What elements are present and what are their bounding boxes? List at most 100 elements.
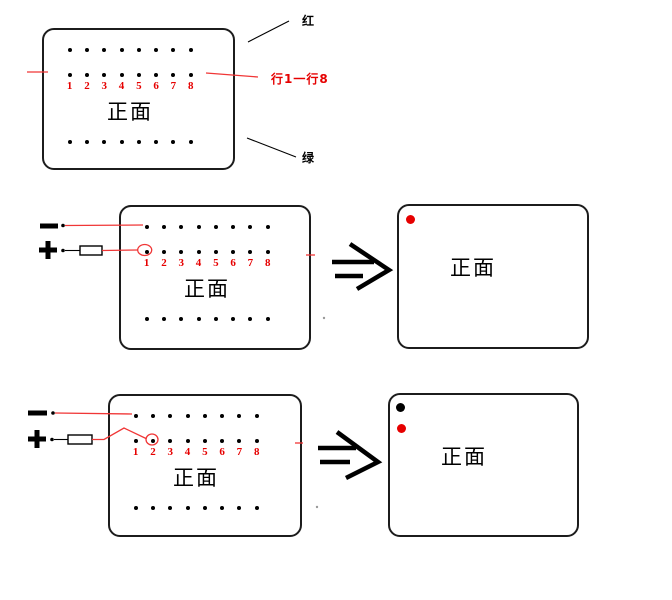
- led-hole-cell: [127, 412, 144, 420]
- bottom-result-panel: 正面: [388, 393, 579, 537]
- led-hole-cell: [155, 223, 172, 231]
- led-hole-cell: [147, 46, 164, 54]
- lit-red-led: [396, 423, 406, 433]
- led-dot: [220, 439, 225, 443]
- front-label: 正面: [107, 100, 153, 124]
- led-dot: [150, 506, 155, 510]
- column-number: 5: [213, 257, 219, 269]
- column-number: 7: [170, 80, 177, 92]
- led-hole-cell: [213, 504, 230, 512]
- led-hole-cell: [242, 248, 259, 256]
- led-dot: [168, 439, 173, 443]
- led-dot: [188, 140, 193, 144]
- led-dot: [188, 73, 193, 77]
- green-annotation: 绿: [302, 151, 315, 165]
- column-number: 7: [247, 257, 254, 269]
- led-dot: [248, 225, 253, 229]
- junction-dot: [51, 411, 55, 415]
- column-number: 3: [178, 257, 184, 269]
- column-number: 4: [184, 446, 191, 458]
- led-hole-cell: [165, 46, 182, 54]
- led-dot: [265, 225, 270, 229]
- row-range-annotation: 行1一行8: [271, 72, 329, 86]
- led-hole-cell: [231, 504, 248, 512]
- led-dot: [168, 506, 173, 510]
- arrow-icon: [318, 430, 383, 481]
- led-dot: [185, 414, 190, 418]
- dot-row-red: [127, 412, 265, 420]
- led-hole-cell: [138, 248, 155, 256]
- led-hole-cell: [78, 46, 95, 54]
- column-number: 6: [219, 446, 225, 458]
- column-number: 8: [264, 257, 271, 269]
- led-hole-cell: [61, 138, 78, 146]
- led-dot: [102, 140, 107, 144]
- led-hole-cell: [138, 315, 155, 323]
- led-hole-cell: [248, 437, 265, 445]
- led-hole-cell: [130, 138, 147, 146]
- junction-dot: [50, 437, 54, 442]
- led-dot: [231, 225, 236, 229]
- led-hole-cell: [96, 138, 113, 146]
- led-hole-cell: [224, 315, 241, 323]
- led-dot: [248, 317, 253, 321]
- junction-dot: [61, 223, 65, 228]
- front-label: 正面: [184, 277, 230, 301]
- dot-row-green: [138, 315, 276, 323]
- led-hole-cell: [155, 315, 172, 323]
- green-leader-line: [246, 137, 297, 158]
- column-number: 3: [101, 80, 107, 92]
- led-dot: [102, 48, 107, 52]
- column-number: 8: [253, 446, 260, 458]
- led-dot: [265, 317, 270, 321]
- led-dot: [150, 414, 155, 418]
- led-hole-cell: [147, 138, 164, 146]
- led-dot: [144, 317, 149, 321]
- led-hole-cell: [147, 71, 164, 79]
- led-hole-cell: [96, 71, 113, 79]
- led-dot: [213, 250, 218, 254]
- led-dot: [84, 140, 89, 144]
- column-number: 1: [66, 80, 73, 92]
- led-hole-cell: [196, 504, 213, 512]
- led-dot: [136, 140, 141, 144]
- dot-row-green: [127, 504, 265, 512]
- led-hole-cell: [144, 504, 161, 512]
- led-dot: [171, 48, 176, 52]
- led-hole-cell: [113, 71, 130, 79]
- arrow-icon: [332, 242, 394, 291]
- led-hole-cell: [213, 412, 230, 420]
- column-number: 8: [187, 80, 194, 92]
- led-dot: [220, 506, 225, 510]
- led-dot: [136, 73, 141, 77]
- led-dot: [154, 73, 159, 77]
- led-dot: [133, 439, 138, 443]
- led-hole-cell: [179, 412, 196, 420]
- column-number: 2: [150, 446, 156, 458]
- led-hole-cell: [196, 437, 213, 445]
- middle-result-panel: 正面: [397, 204, 589, 349]
- led-hole-cell: [130, 46, 147, 54]
- led-hole-cell: [190, 248, 207, 256]
- led-hole-cell: [127, 504, 144, 512]
- led-dot: [119, 140, 124, 144]
- led-dot: [248, 250, 253, 254]
- led-dot: [154, 48, 159, 52]
- led-hole-cell: [207, 248, 224, 256]
- led-dot: [213, 317, 218, 321]
- led-hole-cell: [224, 248, 241, 256]
- led-hole-cell: [182, 138, 199, 146]
- led-hole-cell: [213, 437, 230, 445]
- led-dot: [196, 250, 201, 254]
- dot-row-green: [61, 138, 199, 146]
- led-dot: [161, 250, 166, 254]
- column-number: 2: [84, 80, 90, 92]
- led-hole-cell: [207, 315, 224, 323]
- front-label: 正面: [441, 445, 487, 469]
- led-hole-cell: [231, 437, 248, 445]
